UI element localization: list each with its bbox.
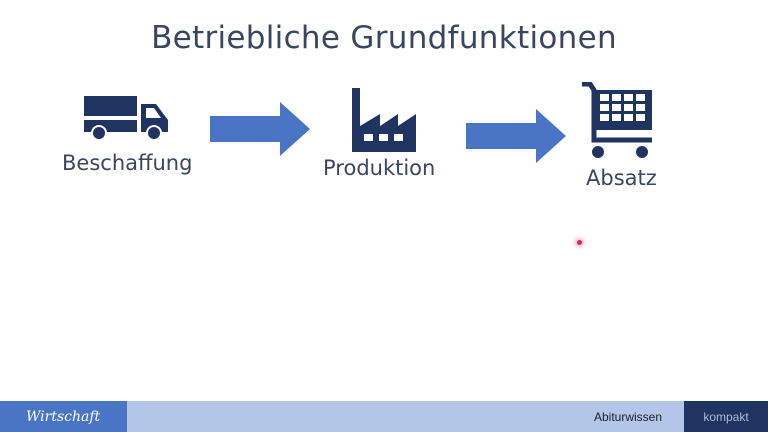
footer-brand: kompakt — [684, 401, 768, 432]
arrow-right-icon — [210, 102, 310, 156]
arrow-right-icon — [466, 109, 566, 163]
step-label-absatz: Absatz — [586, 166, 657, 190]
laser-pointer-dot — [577, 240, 582, 245]
step-label-beschaffung: Beschaffung — [62, 151, 193, 175]
footer-subject: Wirtschaft — [0, 401, 127, 432]
truck-icon — [84, 96, 168, 141]
step-label-produktion: Produktion — [323, 156, 436, 180]
slide-title: Betriebliche Grundfunktionen — [151, 20, 617, 56]
shopping-cart-icon — [582, 82, 652, 158]
footer-series: Abiturwissen — [127, 401, 684, 432]
footer-bar: Wirtschaft Abiturwissen kompakt — [0, 401, 768, 432]
factory-icon — [352, 88, 416, 152]
